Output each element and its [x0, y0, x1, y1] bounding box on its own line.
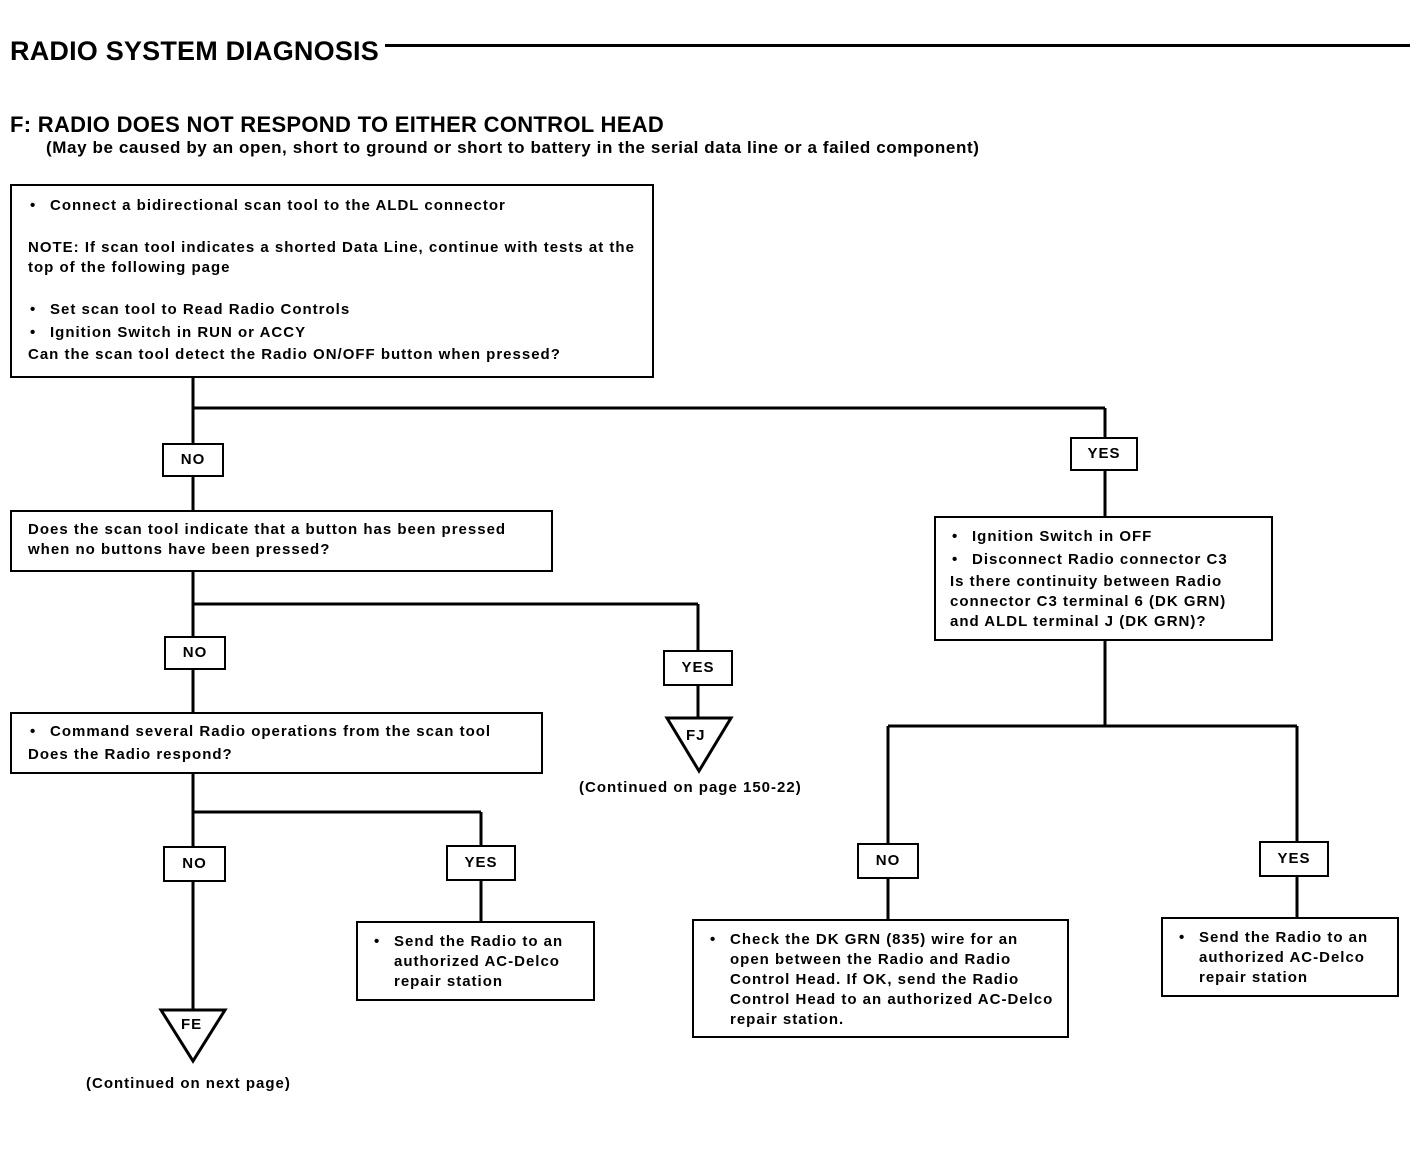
yes-tag-3: YES: [446, 845, 516, 881]
connector-fe-triangle: [158, 1008, 228, 1064]
question-radio-respond: Does the Radio respond?: [28, 746, 233, 763]
yes-tag-2: YES: [663, 650, 733, 686]
yes-tag-1: YES: [1070, 437, 1138, 471]
check-wire-text: Check the DK GRN (835) wire for an open …: [708, 930, 1055, 1030]
check-wire-box: Check the DK GRN (835) wire for an open …: [692, 919, 1069, 1038]
page-title: RADIO SYSTEM DIAGNOSIS: [10, 36, 379, 66]
question-continuity: Is there continuity between Radio connec…: [950, 573, 1227, 630]
button-pressed-box: Does the scan tool indicate that a butto…: [10, 510, 553, 572]
no-tag-2: NO: [164, 636, 226, 670]
send-radio-right-box: Send the Radio to an authorized AC-Delco…: [1161, 917, 1399, 997]
continuity-check-box: Ignition Switch in OFF Disconnect Radio …: [934, 516, 1273, 641]
step-disconnect-c3: Disconnect Radio connector C3: [950, 550, 1261, 570]
section-title: F: RADIO DOES NOT RESPOND TO EITHER CONT…: [10, 112, 665, 137]
fj-continued-caption: (Continued on page 150-22): [579, 779, 802, 796]
header-rule: [385, 44, 1410, 47]
command-operations-box: Command several Radio operations from th…: [10, 712, 543, 774]
step-connect-scan-tool: Connect a bidirectional scan tool to the…: [28, 196, 638, 216]
section-subtitle: (May be caused by an open, short to grou…: [46, 138, 980, 157]
question-button-pressed: Does the scan tool indicate that a butto…: [28, 521, 507, 558]
connector-fj-label: FJ: [686, 727, 706, 744]
connector-fe-label: FE: [181, 1016, 203, 1033]
send-radio-left-box: Send the Radio to an authorized AC-Delco…: [356, 921, 595, 1001]
connector-fj-triangle: [664, 716, 734, 774]
start-step-box: Connect a bidirectional scan tool to the…: [10, 184, 654, 378]
yes-tag-4: YES: [1259, 841, 1329, 877]
step-ignition-off: Ignition Switch in OFF: [950, 527, 1261, 547]
no-tag-3: NO: [163, 846, 226, 882]
note-shorted-data-line: NOTE: If scan tool indicates a shorted D…: [28, 239, 635, 276]
step-command-operations: Command several Radio operations from th…: [28, 722, 527, 742]
send-radio-right-text: Send the Radio to an authorized AC-Delco…: [1177, 928, 1385, 988]
step-set-scan-tool: Set scan tool to Read Radio Controls: [28, 300, 638, 320]
question-detect-onoff: Can the scan tool detect the Radio ON/OF…: [28, 346, 561, 363]
fe-continued-caption: (Continued on next page): [86, 1075, 291, 1092]
no-tag-1: NO: [162, 443, 224, 477]
step-ignition-run: Ignition Switch in RUN or ACCY: [28, 323, 638, 343]
no-tag-4: NO: [857, 843, 919, 879]
send-radio-left-text: Send the Radio to an authorized AC-Delco…: [372, 932, 581, 992]
